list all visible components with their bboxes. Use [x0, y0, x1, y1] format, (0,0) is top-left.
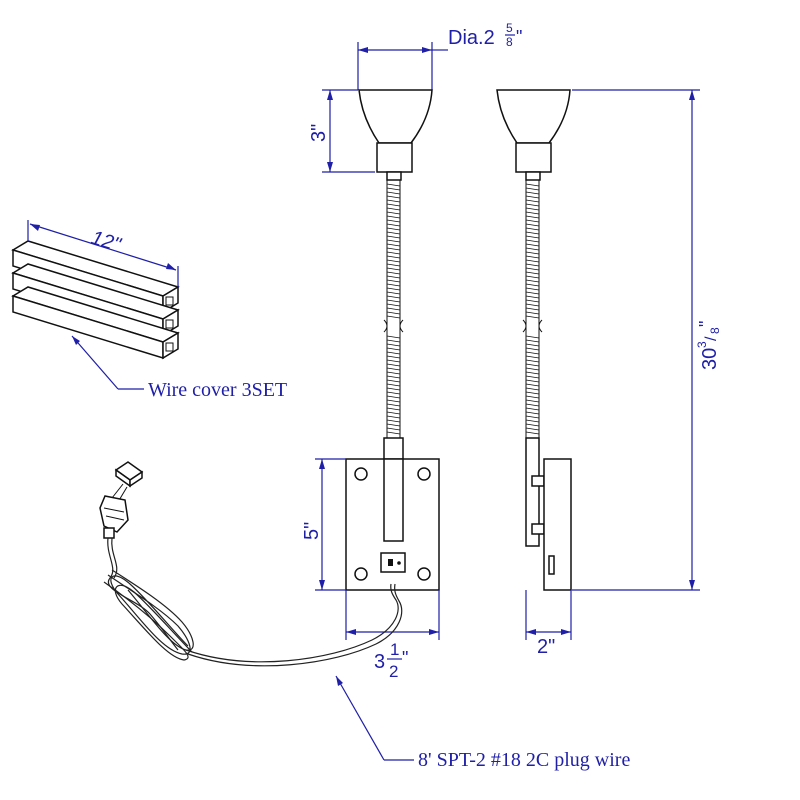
plug-and-cord	[99, 461, 403, 667]
front-gooseneck	[383, 180, 404, 438]
backplate-width-suffix: "	[402, 648, 408, 668]
side-shade	[496, 89, 571, 144]
plug-wire-label: 8' SPT-2 #18 2C plug wire	[418, 749, 630, 771]
projection-dimension: 2"	[525, 590, 572, 658]
shade-diameter-num: 5	[506, 21, 513, 35]
plug-icon	[99, 461, 144, 539]
front-shade	[358, 89, 433, 144]
front-lamp	[345, 89, 440, 591]
shade-height-label: 3"	[308, 124, 330, 142]
overall-height-suffix: "	[696, 321, 716, 327]
shade-diameter-prefix: Dia.2	[448, 27, 495, 49]
svg-text:/: /	[703, 336, 720, 341]
side-backplate	[543, 458, 572, 591]
backplate-width-dimension: 3 1 2 "	[345, 590, 440, 681]
side-gooseneck	[522, 180, 543, 438]
wire-cover-3	[11, 286, 180, 360]
front-socket	[376, 142, 413, 173]
backplate-width-num: 1	[390, 640, 399, 659]
coiled-wire	[103, 569, 194, 661]
overall-height-dimension: 30 3 / 8 "	[572, 89, 722, 591]
wire-cover-callout: Wire cover 3SET	[71, 335, 287, 401]
overall-height-num: 3	[695, 341, 709, 348]
backplate-height-dimension: 5"	[301, 458, 346, 591]
plug-wire-callout: 8' SPT-2 #18 2C plug wire	[335, 675, 630, 771]
side-lamp	[496, 89, 572, 591]
backplate-width-prefix: 3	[374, 651, 385, 673]
shade-diameter-dimension: Dia.2 5 8 "	[357, 21, 522, 90]
svg-text:Dia.2: Dia.2	[448, 27, 495, 49]
wire-cover-label: Wire cover 3SET	[148, 379, 287, 401]
overall-height-den: 8	[708, 327, 722, 334]
backplate-width-den: 2	[389, 662, 398, 681]
shade-diameter-den: 8	[506, 35, 513, 49]
shade-height-dimension: 3"	[308, 89, 375, 173]
backplate-height-label: 5"	[301, 522, 323, 540]
wire-covers	[11, 240, 180, 360]
projection-label: 2"	[537, 636, 555, 658]
overall-height-prefix: 30	[699, 348, 721, 370]
shade-diameter-suffix: "	[516, 27, 522, 47]
side-socket	[515, 142, 552, 173]
